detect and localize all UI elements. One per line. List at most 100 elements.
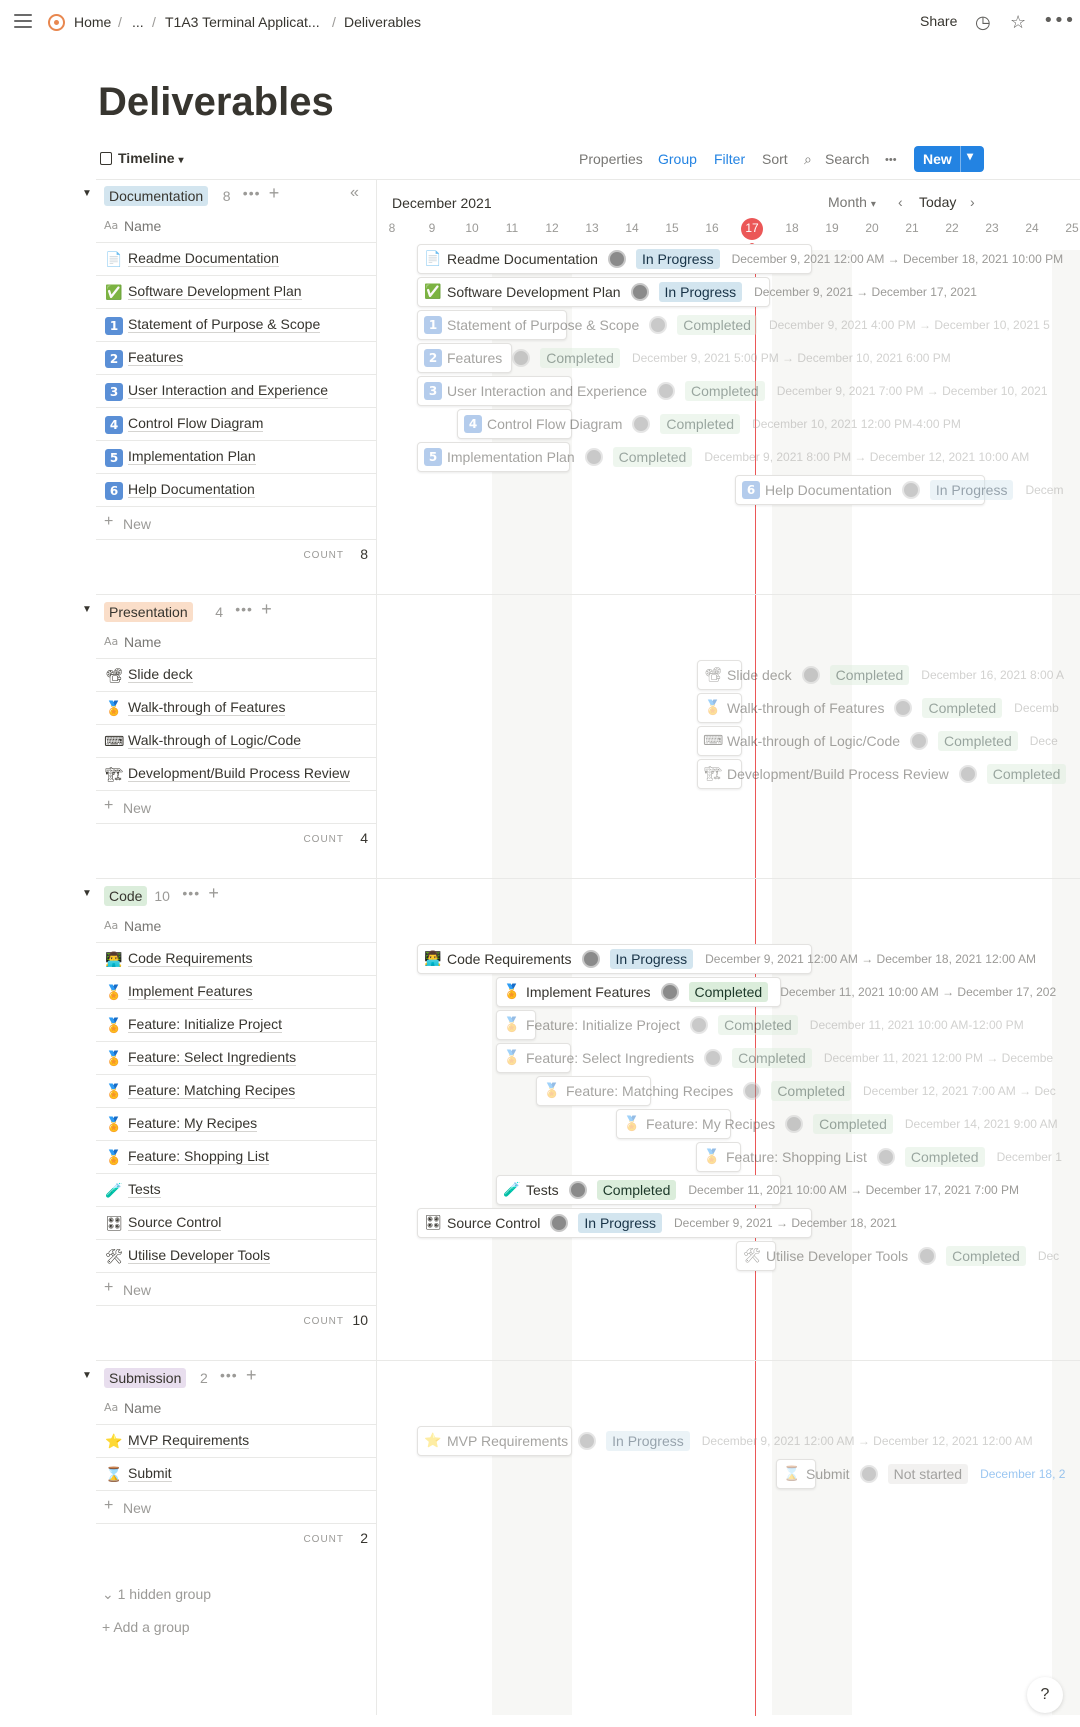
row-name[interactable]: User Interaction and Experience (128, 382, 328, 399)
timeline-bar[interactable] (697, 693, 742, 723)
timeline-bar[interactable] (496, 1010, 536, 1040)
row-name[interactable]: Walk-through of Features (128, 699, 286, 716)
breadcrumb-parent[interactable]: T1A3 Terminal Applicat... (165, 14, 320, 30)
row-name[interactable]: Feature: Shopping List (128, 1148, 269, 1165)
row-name[interactable]: Implement Features (128, 983, 253, 1000)
row-name[interactable]: Statement of Purpose & Scope (128, 316, 321, 333)
group-more-icon[interactable]: ••• (242, 185, 261, 201)
add-group-button[interactable]: + Add a group (102, 1619, 190, 1635)
row-name[interactable]: Code Requirements (128, 950, 253, 967)
breadcrumb-home[interactable]: Home (74, 14, 112, 30)
table-row[interactable]: 🏅Feature: Matching Recipes (96, 1075, 376, 1108)
group-label[interactable]: Submission (104, 1368, 187, 1388)
timeline-bar[interactable] (417, 343, 512, 373)
timeline-bar[interactable] (616, 1109, 731, 1139)
table-row[interactable]: 🧪Tests (96, 1174, 376, 1207)
group-add-icon[interactable]: + (261, 599, 272, 619)
group-add-icon[interactable]: + (246, 1365, 257, 1385)
sidebar-menu-icon[interactable] (14, 14, 32, 28)
group-label[interactable]: Code (104, 886, 148, 906)
group-button[interactable]: Group (658, 151, 697, 167)
row-name[interactable]: Feature: Select Ingredients (128, 1049, 297, 1066)
sort-button[interactable]: Sort (762, 151, 788, 167)
scale-selector[interactable]: Month ▾ (828, 194, 876, 210)
group-more-icon[interactable]: ••• (182, 885, 201, 901)
caret-down-icon[interactable]: ▼ (82, 604, 92, 615)
properties-button[interactable]: Properties (579, 151, 643, 167)
timeline-bar[interactable] (697, 660, 742, 690)
group-add-icon[interactable]: + (208, 883, 219, 903)
row-name[interactable]: MVP Requirements (128, 1432, 250, 1449)
table-row[interactable]: 👨‍💻Code Requirements (96, 943, 376, 976)
new-row-button[interactable]: +New (96, 791, 376, 824)
row-name[interactable]: Source Control (128, 1214, 222, 1231)
group-more-icon[interactable]: ••• (220, 1367, 238, 1383)
group-label[interactable]: Presentation (104, 602, 193, 622)
row-name[interactable]: Feature: Matching Recipes (128, 1082, 296, 1099)
row-name[interactable]: Help Documentation (128, 481, 255, 498)
table-row[interactable]: 🏅Walk-through of Features (96, 692, 376, 725)
collapse-panel-icon[interactable]: « (350, 184, 359, 201)
caret-down-icon[interactable]: ▼ (82, 888, 92, 899)
timeline-bar[interactable] (496, 1043, 571, 1073)
breadcrumb-ellipsis[interactable]: ... (132, 14, 144, 30)
timeline-bar[interactable] (735, 475, 985, 505)
row-name[interactable]: Utilise Developer Tools (128, 1247, 271, 1264)
table-row[interactable]: 🏗Development/Build Process Review (96, 758, 376, 791)
star-icon[interactable]: ☆ (1010, 12, 1027, 33)
clock-icon[interactable]: ◷ (975, 12, 991, 33)
table-row[interactable]: 📽Slide deck (96, 659, 376, 692)
new-row-button[interactable]: +New (96, 1273, 376, 1306)
group-label[interactable]: Documentation (104, 186, 209, 206)
timeline-bar[interactable] (736, 1241, 776, 1271)
timeline-bar[interactable] (417, 442, 570, 472)
view-selector[interactable]: Timeline ▾ (100, 150, 183, 166)
search-icon[interactable]: ⌕ (804, 151, 812, 167)
row-name[interactable]: Feature: My Recipes (128, 1115, 258, 1132)
home-page-icon[interactable] (48, 14, 65, 31)
row-name[interactable]: Slide deck (128, 666, 193, 683)
timeline-bar[interactable] (417, 310, 567, 340)
timeline-bar[interactable] (457, 409, 572, 439)
new-row-button[interactable]: +New (96, 507, 376, 540)
timeline-bar[interactable] (417, 376, 572, 406)
view-more-button[interactable]: ••• (885, 154, 897, 166)
row-name[interactable]: Control Flow Diagram (128, 415, 264, 432)
help-button[interactable]: ? (1027, 1677, 1063, 1713)
timeline-bar[interactable] (417, 1426, 572, 1456)
chevron-left-icon[interactable]: ‹ (898, 194, 903, 210)
row-name[interactable]: Walk-through of Logic/Code (128, 732, 302, 749)
table-row[interactable]: 📄Readme Documentation (96, 243, 376, 276)
table-row[interactable]: 🛠Utilise Developer Tools (96, 1240, 376, 1273)
timeline-bar[interactable] (536, 1076, 651, 1106)
row-name[interactable]: Development/Build Process Review (128, 765, 350, 782)
timeline-bar[interactable] (697, 726, 742, 756)
chevron-down-icon[interactable]: ▾ (967, 149, 974, 163)
table-row[interactable]: 🏅Implement Features (96, 976, 376, 1009)
table-row[interactable]: 🏅Feature: My Recipes (96, 1108, 376, 1141)
more-icon[interactable]: ••• (1043, 10, 1075, 31)
row-name[interactable]: Software Development Plan (128, 283, 302, 300)
table-row[interactable]: 🏅Feature: Initialize Project (96, 1009, 376, 1042)
caret-down-icon[interactable]: ▼ (82, 1370, 92, 1381)
row-name[interactable]: Features (128, 349, 184, 366)
timeline-bar[interactable] (776, 1459, 816, 1489)
table-row[interactable]: ✅Software Development Plan (96, 276, 376, 309)
table-row[interactable]: 🏅Feature: Select Ingredients (96, 1042, 376, 1075)
breadcrumb-current[interactable]: Deliverables (344, 14, 422, 30)
new-button[interactable]: New ▾ (914, 146, 984, 172)
hidden-group-toggle[interactable]: ⌄ 1 hidden group (102, 1586, 211, 1603)
new-row-button[interactable]: +New (96, 1491, 376, 1524)
group-add-icon[interactable]: + (268, 183, 280, 203)
row-name[interactable]: Feature: Initialize Project (128, 1016, 283, 1033)
search-button[interactable]: Search (825, 151, 870, 167)
row-name[interactable]: Tests (128, 1181, 161, 1198)
today-button[interactable]: Today (919, 194, 957, 210)
